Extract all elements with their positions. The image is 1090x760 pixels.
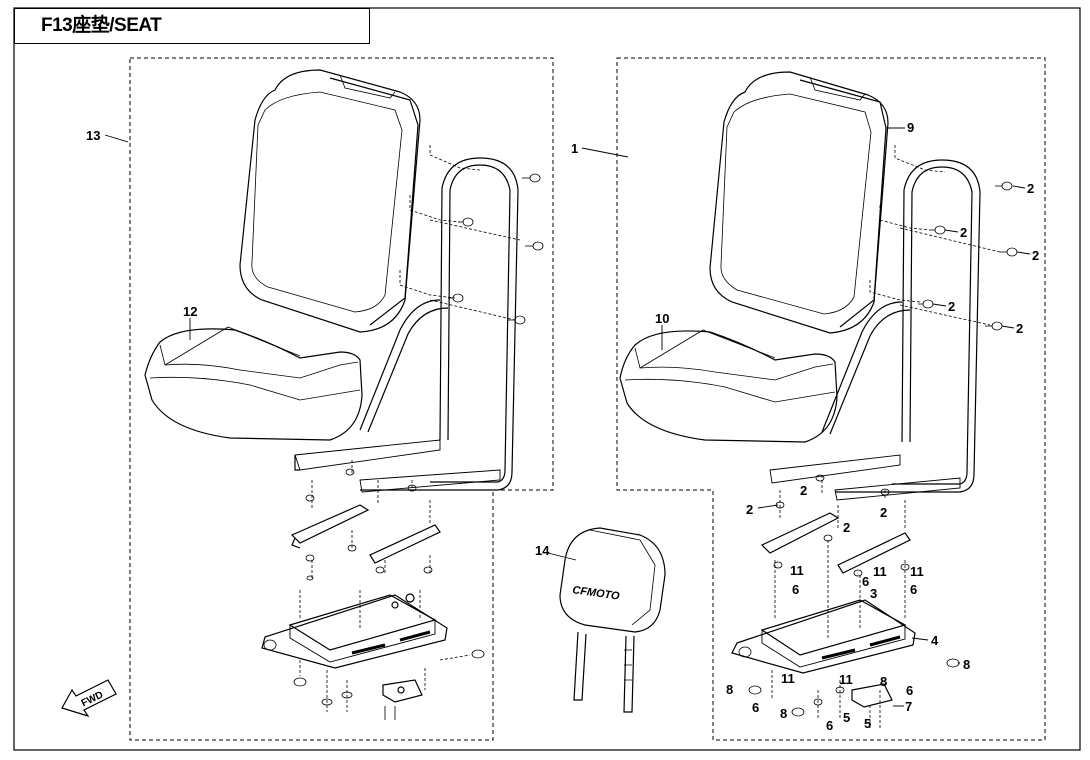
group-13-boundary bbox=[129, 57, 554, 741]
callout-6-c: 6 bbox=[910, 582, 917, 597]
leader-lines bbox=[104, 127, 1031, 707]
callout-2-b: 2 bbox=[960, 225, 967, 240]
callout-2-d: 2 bbox=[948, 299, 955, 314]
headrest-part bbox=[559, 527, 666, 713]
callout-8-d: 8 bbox=[963, 657, 970, 672]
right-base-plate bbox=[731, 599, 916, 674]
callout-11-d: 11 bbox=[781, 671, 795, 686]
callout-11-c: 11 bbox=[910, 564, 924, 579]
callout-6-a: 6 bbox=[792, 582, 799, 597]
fwd-arrow-icon bbox=[61, 679, 117, 718]
callout-6-d: 6 bbox=[752, 700, 759, 715]
outer-frame bbox=[13, 7, 1081, 751]
left-base-plate bbox=[261, 593, 448, 669]
right-bracket bbox=[851, 683, 893, 708]
callout-8-c: 8 bbox=[880, 674, 887, 689]
callout-6-f: 6 bbox=[906, 683, 913, 698]
callout-8-a: 8 bbox=[726, 682, 733, 697]
left-backrest bbox=[239, 69, 421, 333]
callout-5-b: 5 bbox=[864, 716, 871, 731]
group-1-boundary bbox=[616, 57, 1046, 741]
callout-11-e: 11 bbox=[839, 672, 853, 687]
headrest-logo-text: CFMOTO bbox=[572, 584, 621, 603]
right-slide-rails bbox=[760, 512, 911, 574]
left-tube-frame bbox=[294, 157, 519, 493]
callout-4: 4 bbox=[931, 633, 939, 648]
left-bracket bbox=[382, 679, 423, 703]
callout-12: 12 bbox=[183, 304, 197, 319]
right-seat-cushion bbox=[619, 329, 838, 443]
callout-11-b: 11 bbox=[873, 564, 887, 579]
callout-10: 10 bbox=[655, 311, 669, 326]
right-backrest bbox=[709, 71, 889, 334]
callout-6-b: 6 bbox=[862, 574, 869, 589]
callout-2-g: 2 bbox=[800, 483, 807, 498]
callout-6-e: 6 bbox=[826, 718, 833, 733]
callout-2-e: 2 bbox=[1016, 321, 1023, 336]
callout-1: 1 bbox=[571, 141, 578, 156]
left-seat-cushion bbox=[144, 326, 363, 441]
callout-14: 14 bbox=[535, 543, 550, 558]
callout-11-a: 11 bbox=[790, 563, 804, 578]
callout-2-a: 2 bbox=[1027, 181, 1034, 196]
right-fasteners bbox=[738, 145, 1018, 730]
callout-7: 7 bbox=[905, 699, 912, 714]
callout-2-f: 2 bbox=[746, 502, 753, 517]
callout-2-i: 2 bbox=[880, 505, 887, 520]
callout-8-b: 8 bbox=[780, 706, 787, 721]
left-seat-assembly bbox=[61, 69, 544, 720]
callout-3: 3 bbox=[870, 586, 877, 601]
left-slide-rails bbox=[290, 504, 441, 564]
left-fasteners bbox=[263, 145, 544, 720]
callout-5-a: 5 bbox=[843, 710, 850, 725]
callout-2-c: 2 bbox=[1032, 248, 1039, 263]
callout-13: 13 bbox=[86, 128, 100, 143]
callout-9: 9 bbox=[907, 120, 914, 135]
right-tube-frame bbox=[769, 159, 981, 501]
right-seat-assembly bbox=[619, 71, 1018, 730]
callout-2-h: 2 bbox=[843, 520, 850, 535]
